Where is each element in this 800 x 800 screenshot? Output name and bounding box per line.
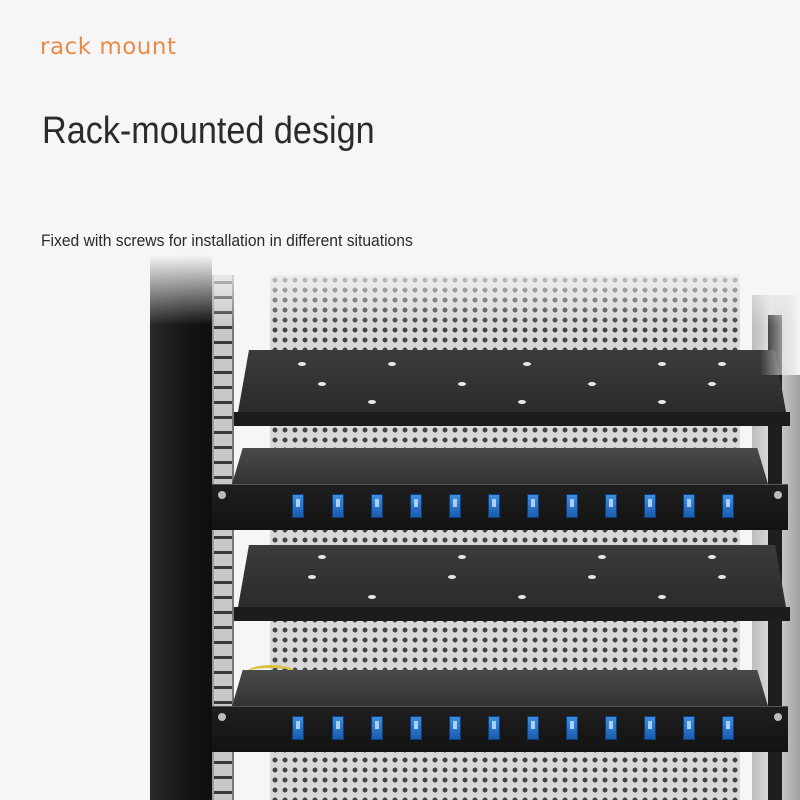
fiber-cable [246, 665, 296, 681]
sc-port [527, 494, 539, 518]
sc-port [722, 494, 734, 518]
sc-port [527, 716, 539, 740]
sc-port [410, 716, 422, 740]
sc-port [605, 494, 617, 518]
sc-port [371, 494, 383, 518]
page-subtitle: Fixed with screws for installation in di… [41, 231, 413, 250]
cabinet-frame-left [150, 255, 212, 800]
sc-port [683, 716, 695, 740]
sc-port [644, 494, 656, 518]
shelf-lip-upper [234, 412, 790, 426]
panel-face [212, 706, 788, 752]
section-tag: rack mount [40, 34, 177, 60]
fiber-patch-panel-lower [212, 670, 788, 752]
sc-port [449, 494, 461, 518]
sc-port [605, 716, 617, 740]
sc-port [488, 716, 500, 740]
sc-port [292, 716, 304, 740]
sc-port [371, 716, 383, 740]
cantilever-shelf-lower [238, 545, 786, 607]
sc-port [644, 716, 656, 740]
sc-port [683, 494, 695, 518]
sc-port [449, 716, 461, 740]
mounting-rail-left [212, 275, 234, 800]
sc-port [488, 494, 500, 518]
fiber-patch-panel-upper [212, 448, 788, 530]
sc-port [332, 494, 344, 518]
panel-face [212, 484, 788, 530]
server-rack-photo [150, 255, 800, 800]
page-title: Rack-mounted design [42, 110, 375, 152]
sc-port [566, 716, 578, 740]
shelf-lip-lower [234, 607, 790, 621]
sc-port [722, 716, 734, 740]
cantilever-shelf-upper [238, 350, 786, 412]
sc-port [332, 716, 344, 740]
sc-port [566, 494, 578, 518]
sc-port [410, 494, 422, 518]
sc-port [292, 494, 304, 518]
